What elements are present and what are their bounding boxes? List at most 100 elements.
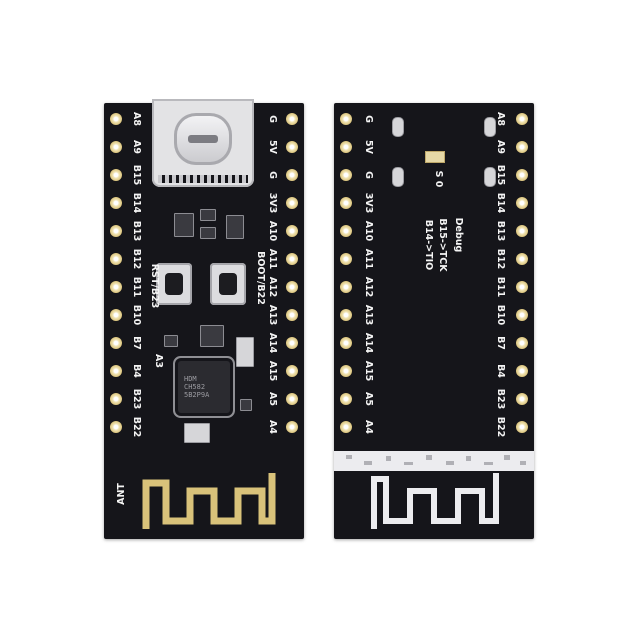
pin-label: A5 [267,392,278,406]
pin-label: A5 [363,392,374,406]
pin-pad [516,281,528,293]
usb-c-connector [152,99,254,187]
pin-label: A8 [131,112,142,126]
pin-label: A4 [363,420,374,434]
pin-pad [286,281,298,293]
pin-pad [110,421,122,433]
pin-pad [286,197,298,209]
pin-pad [340,309,352,321]
crystal-component [236,337,254,367]
pin-pad [110,113,122,125]
pin-label: B23 [131,388,142,410]
reset-button[interactable] [156,263,192,305]
debug-title: Debug [453,217,464,253]
pin-label: B14 [131,192,142,214]
pcb-antenna-back [368,471,508,533]
pin-pad [286,169,298,181]
pin-label: A12 [363,276,374,298]
pin-label: A13 [363,304,374,326]
jumper-label: S 0 [433,170,444,188]
usb-c-legs [158,175,248,183]
usb-c-receptacle [174,113,232,165]
pin-pad [340,197,352,209]
smd-component [200,325,224,347]
pin-label: B11 [131,276,142,298]
pin-pad [110,225,122,237]
pin-pad [516,337,528,349]
pin-label: B15 [131,164,142,186]
pin-label: B12 [131,248,142,270]
pin-pad [516,113,528,125]
pin-label: A11 [363,248,374,270]
pin-label: A14 [363,332,374,354]
pin-label: A9 [495,140,506,154]
pin-pad [110,141,122,153]
led-component [184,423,210,443]
pin-label: G [363,171,374,179]
smd-component [200,209,216,221]
pin-label: 3V3 [363,192,374,214]
pin-pad [516,169,528,181]
smd-component [164,335,178,347]
regulator-component [174,213,194,237]
pin-pad [286,141,298,153]
pin-label: A13 [267,304,278,326]
pin-label: G [267,171,278,179]
pin-pad [286,421,298,433]
pin-label: B7 [131,336,142,350]
pin-pad [340,169,352,181]
pin-pad [516,393,528,405]
pin-pad [110,281,122,293]
pin-pad [110,365,122,377]
pin-pad [516,141,528,153]
pin-label: B13 [495,220,506,242]
ch582-chip: HDM CH582 5B2P9A [178,361,230,413]
pin-label: B10 [495,304,506,326]
pin-pad [516,225,528,237]
solder-jumper [425,151,445,163]
pin-pad [286,225,298,237]
smd-component [200,227,216,239]
pin-pad [340,281,352,293]
misc-label: A3 [153,354,164,368]
pin-pad [110,309,122,321]
pin-label: B4 [131,364,142,378]
pin-pad [286,365,298,377]
chip-marking: HDM CH582 5B2P9A [184,375,210,399]
pcb-antenna [140,471,280,533]
pin-pad [340,141,352,153]
pin-label: 5V [267,140,278,154]
pin-pad [516,309,528,321]
pin-label: B13 [131,220,142,242]
pin-pad [286,253,298,265]
pin-pad [110,393,122,405]
pin-pad [286,337,298,349]
pin-label: 5V [363,140,374,154]
pin-label: A15 [267,360,278,382]
pin-pad [340,421,352,433]
pin-pad [110,253,122,265]
pin-label: B10 [131,304,142,326]
pin-pad [110,197,122,209]
pin-pad [340,393,352,405]
pin-pad [340,113,352,125]
pin-pad [340,365,352,377]
mounting-pad [392,167,404,187]
boot-button[interactable] [210,263,246,305]
pin-label: A4 [267,420,278,434]
debug-line-2: B14->TIO [423,219,434,271]
pin-label: B22 [495,416,506,438]
pin-pad [110,337,122,349]
pin-label: A11 [267,248,278,270]
pin-label: B23 [495,388,506,410]
mounting-pad [484,167,496,187]
mounting-pad [484,117,496,137]
pin-pad [110,169,122,181]
pin-label: A12 [267,276,278,298]
pin-pad [286,309,298,321]
solder-mask-band [334,451,534,471]
pin-label: B15 [495,164,506,186]
reset-button-label: RST/B23 [149,263,160,309]
pin-label: G [267,115,278,123]
